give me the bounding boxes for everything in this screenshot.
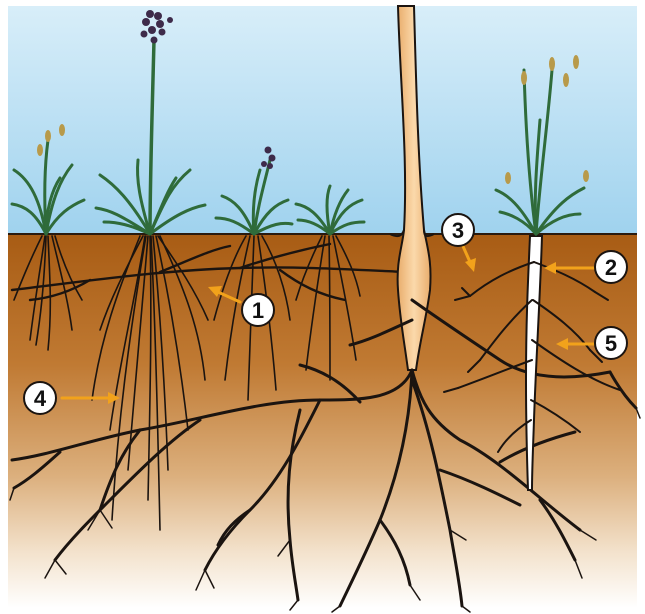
marker-1-label: 1 [252, 298, 264, 323]
marker-5-label: 5 [605, 331, 617, 356]
marker-5: 5 [595, 327, 627, 359]
marker-3: 3 [442, 214, 474, 246]
marker-2-label: 2 [605, 255, 617, 280]
marker-3-label: 3 [452, 218, 464, 243]
marker-4-label: 4 [34, 386, 47, 411]
marker-1: 1 [242, 294, 274, 326]
marker-2: 2 [595, 251, 627, 283]
sky [8, 6, 637, 236]
soil [8, 234, 637, 608]
marker-4: 4 [24, 382, 56, 414]
